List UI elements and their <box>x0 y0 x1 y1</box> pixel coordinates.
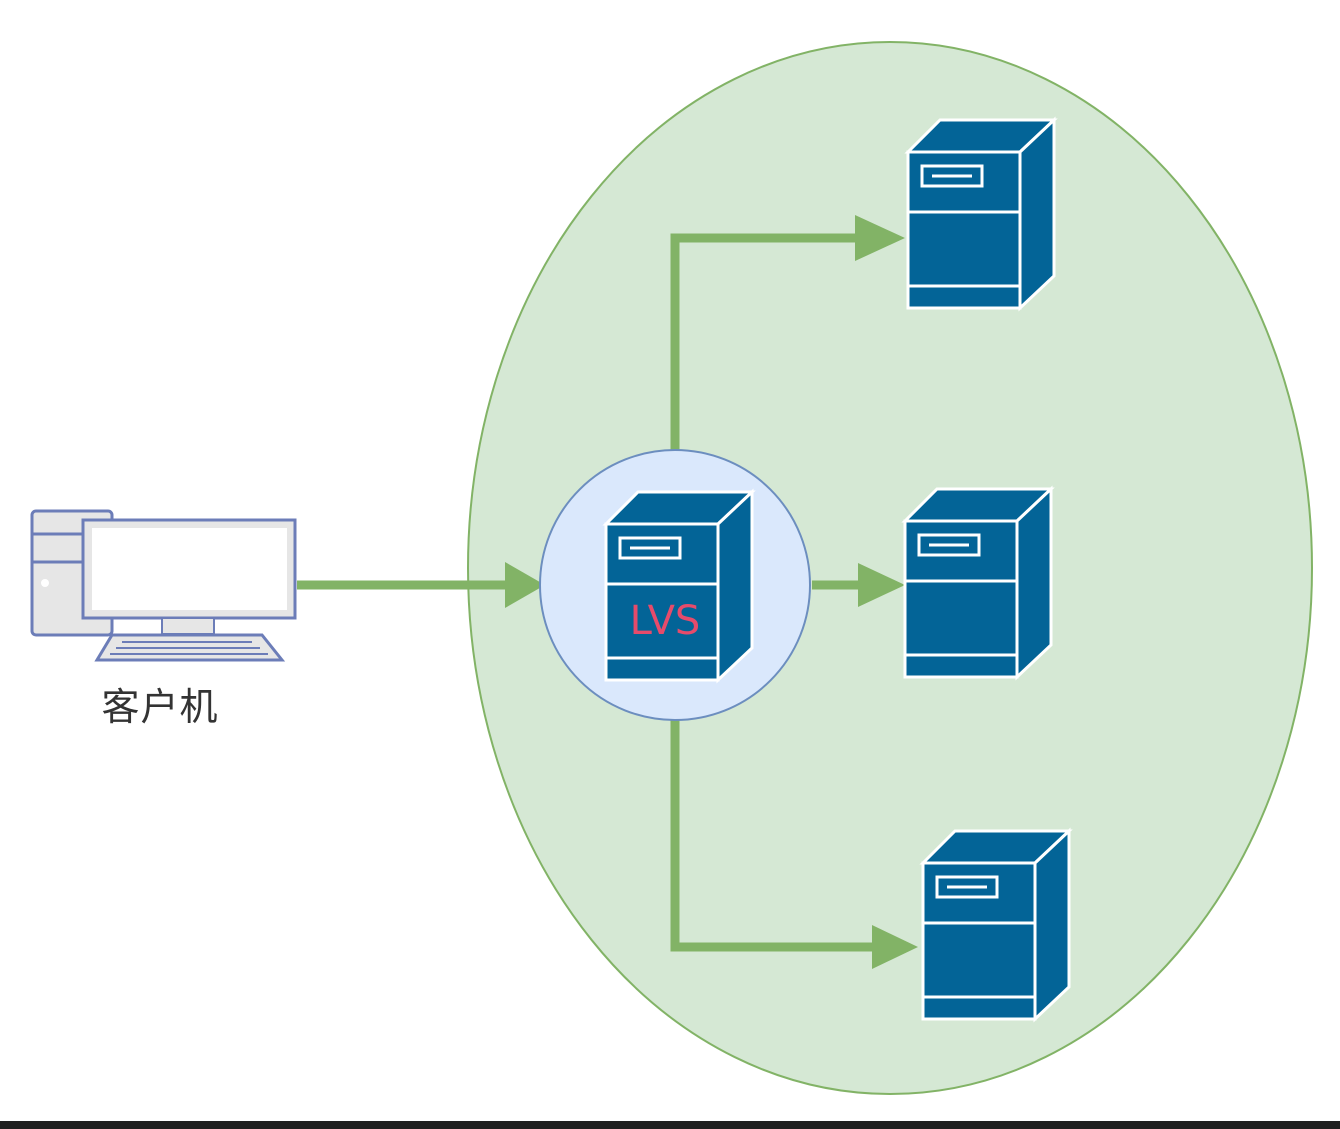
real-server-1-icon <box>906 118 1056 310</box>
lvs-label: LVS <box>630 598 701 644</box>
arrow-heads <box>505 215 918 969</box>
client-computer-icon <box>30 509 297 662</box>
lvs-to-server-3-arrow <box>670 718 880 952</box>
connection-arrows <box>297 233 880 952</box>
arrow-head-server-2 <box>858 563 905 607</box>
arrow-head-server-3 <box>872 925 918 969</box>
client-screen <box>92 528 287 610</box>
real-server-3-icon <box>921 829 1071 1021</box>
bottom-bar <box>0 1121 1340 1129</box>
real-server-2-icon <box>903 487 1053 679</box>
lvs-to-server-1-arrow <box>670 233 862 452</box>
arrow-head-client-lvs <box>505 562 545 608</box>
lvs-server-icon <box>604 490 754 682</box>
client-label: 客户机 <box>101 685 219 729</box>
arrow-head-server-1 <box>855 215 905 261</box>
